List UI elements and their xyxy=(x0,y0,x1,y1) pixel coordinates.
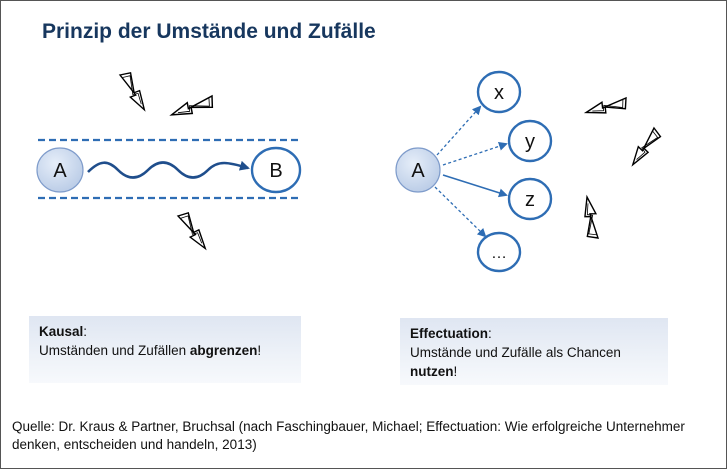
lightning-bolt-icon xyxy=(114,70,151,111)
lightning-bolt-icon xyxy=(170,84,217,128)
node-more-label: … xyxy=(491,245,507,262)
node-z-label: z xyxy=(525,189,535,211)
kausal-text-emphasis: abgrenzen xyxy=(189,343,258,358)
lightning-bolt-icon xyxy=(585,84,631,128)
node-y: y xyxy=(507,119,553,163)
node-x: x xyxy=(476,70,522,114)
wavy-path-arrow xyxy=(87,160,250,179)
kausal-heading: Kausal xyxy=(39,324,84,339)
kausal-text-line: Umständen und Zufällen abgrenzen! xyxy=(39,341,301,360)
source-line-2: denken, entscheiden und handeln, 2013) xyxy=(12,437,257,452)
effectuation-text-line2: nutzen! xyxy=(410,362,668,381)
lightning-bolt-icon xyxy=(174,211,209,250)
arrow-a-to-y xyxy=(442,141,508,166)
node-y-label: y xyxy=(525,131,535,153)
node-b: B xyxy=(250,146,302,194)
node-b-label: B xyxy=(269,160,282,182)
arrow-a-to-z xyxy=(442,174,508,198)
arrow-a-to-x xyxy=(436,105,482,156)
node-a-left-label: A xyxy=(53,160,67,182)
kausal-text-suffix: ! xyxy=(257,343,262,358)
effectuation-text-suffix: ! xyxy=(453,364,458,379)
effectuation-heading: Effectuation xyxy=(410,326,489,341)
kausal-heading-line: Kausal: xyxy=(39,322,301,341)
effectuation-box: Effectuation: Umstände und Zufälle als C… xyxy=(400,318,668,385)
source-line-1: Quelle: Dr. Kraus & Partner, Bruchsal (n… xyxy=(12,419,685,434)
left-diagram: A B xyxy=(36,70,302,250)
kausal-heading-suffix: : xyxy=(83,324,88,339)
right-diagram: A x y z … xyxy=(395,70,667,273)
node-z: z xyxy=(507,177,553,221)
lightning-bolt-icon xyxy=(569,196,614,243)
slide-title: Prinzip der Umstände und Zufälle xyxy=(42,20,376,43)
kausal-box: Kausal: Umständen und Zufällen abgrenzen… xyxy=(29,316,301,383)
kausal-text-prefix: Umständen und Zufällen xyxy=(39,343,190,358)
node-a-right: A xyxy=(395,147,441,193)
effectuation-text-emphasis: nutzen xyxy=(410,364,454,379)
node-more: … xyxy=(476,231,522,273)
effectuation-heading-line: Effectuation: xyxy=(410,324,668,343)
effectuation-text-line1: Umstände und Zufälle als Chancen xyxy=(410,345,621,360)
lightning-bolt-icon xyxy=(624,126,667,166)
node-x-label: x xyxy=(494,82,504,104)
effectuation-heading-suffix: : xyxy=(488,326,492,341)
arrow-a-to-more xyxy=(434,186,487,238)
source-citation: Quelle: Dr. Kraus & Partner, Bruchsal (n… xyxy=(12,418,717,454)
node-a-left: A xyxy=(36,147,84,193)
node-a-right-label: A xyxy=(411,160,425,182)
